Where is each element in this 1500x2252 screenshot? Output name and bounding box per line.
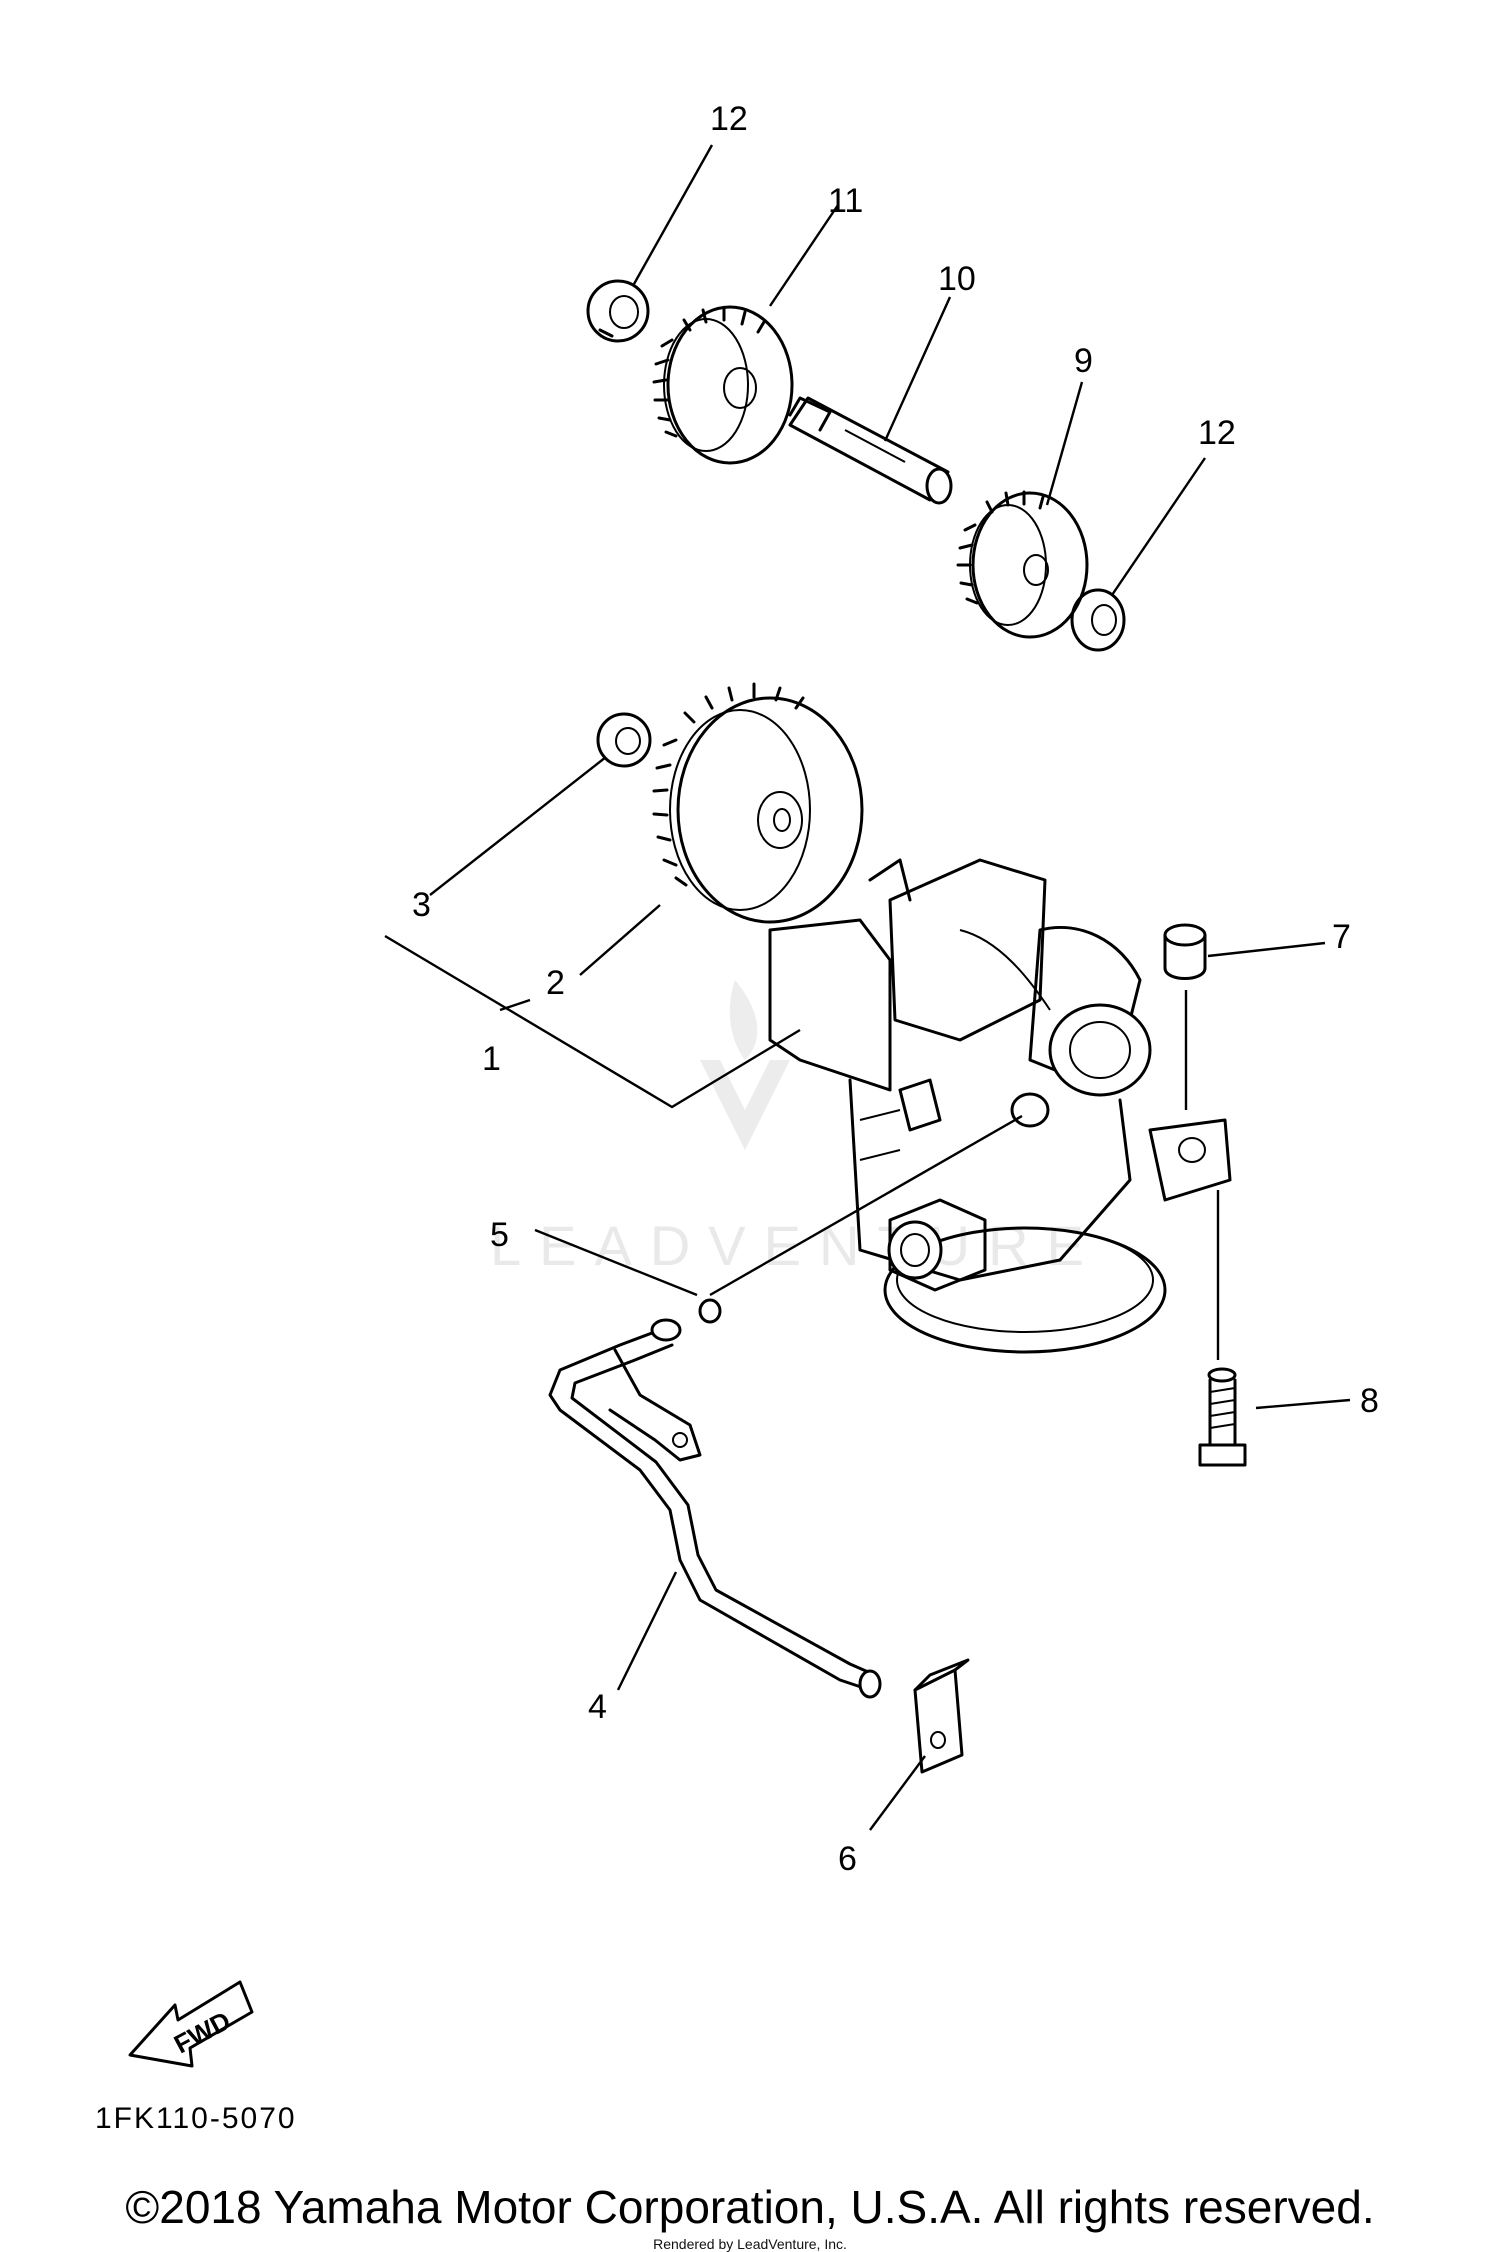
part-2-large-gear (652, 682, 864, 924)
part-9-gear (956, 490, 1089, 639)
callout-3: 3 (412, 886, 431, 924)
part-4-pipe (548, 1318, 882, 1699)
callout-labels: 12 11 10 9 12 3 2 1 7 5 8 4 6 (412, 100, 1379, 1878)
part-10-shaft (788, 396, 953, 505)
part-12-circlip-right (1070, 588, 1126, 652)
callout-10: 10 (938, 260, 976, 298)
callout-12-top: 12 (710, 100, 748, 138)
oil-pump-assembly (768, 858, 1232, 1354)
copyright-notice: ©2018 Yamaha Motor Corporation, U.S.A. A… (125, 2181, 1375, 2233)
part-11-gear (652, 305, 794, 465)
callout-7: 7 (1332, 918, 1351, 956)
fwd-label: FWD (169, 2005, 235, 2059)
callout-11: 11 (828, 182, 863, 220)
fwd-arrow: FWD (128, 1980, 254, 2068)
callout-9: 9 (1074, 342, 1093, 380)
watermark: LEADVENTURE (490, 980, 1084, 1277)
callout-4: 4 (588, 1688, 607, 1726)
callout-2: 2 (546, 964, 565, 1002)
part-5-o-ring (698, 1298, 722, 1324)
callout-8: 8 (1360, 1382, 1379, 1420)
leader-lines (384, 144, 1351, 1831)
drawing-number: 1FK110-5070 (95, 2102, 297, 2135)
callout-12-right: 12 (1198, 414, 1236, 452)
part-7-collar (1163, 923, 1207, 980)
part-6-block (913, 1658, 970, 1774)
callout-6: 6 (838, 1840, 857, 1878)
callout-1: 1 (482, 1040, 501, 1078)
part-12-circlip-top (586, 279, 650, 343)
part-8-bolt (1198, 1367, 1247, 1467)
rendered-by-note: Rendered by LeadVenture, Inc. (653, 2236, 847, 2252)
part-3-circlip (596, 712, 652, 768)
callout-5: 5 (490, 1216, 509, 1254)
